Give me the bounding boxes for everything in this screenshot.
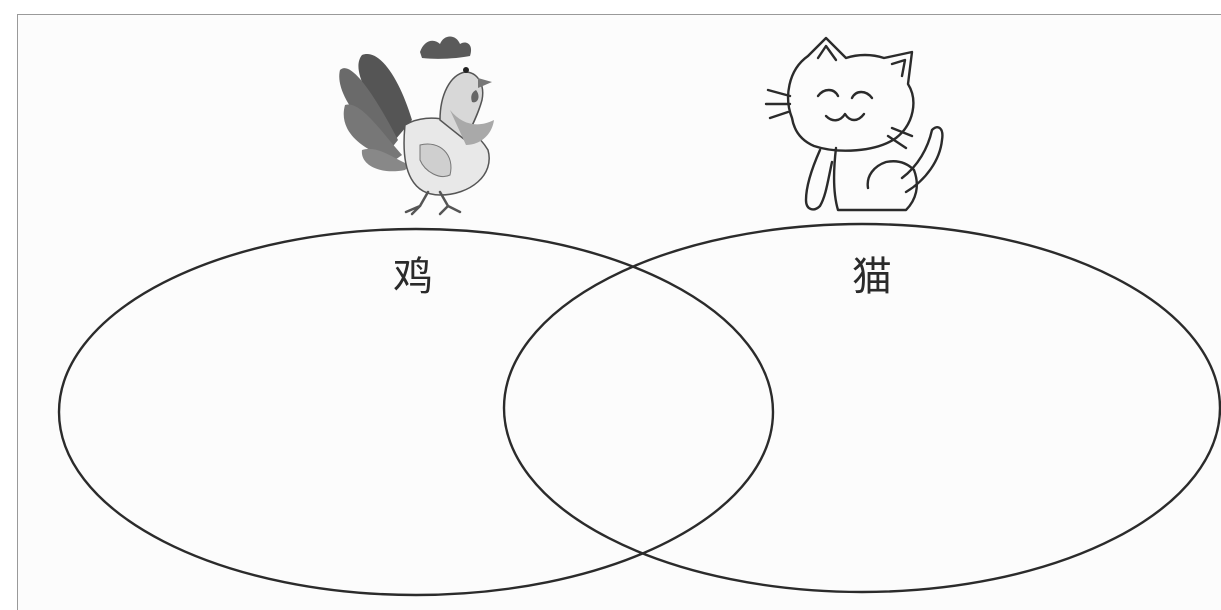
right-set-label: 猫 <box>852 254 892 300</box>
right-set-ellipse <box>502 222 1221 594</box>
rooster-icon <box>339 36 494 216</box>
worksheet-frame <box>17 14 1221 610</box>
left-set-label: 鸡 <box>393 254 433 300</box>
cat-icon <box>764 36 944 212</box>
left-set-ellipse <box>57 227 775 597</box>
